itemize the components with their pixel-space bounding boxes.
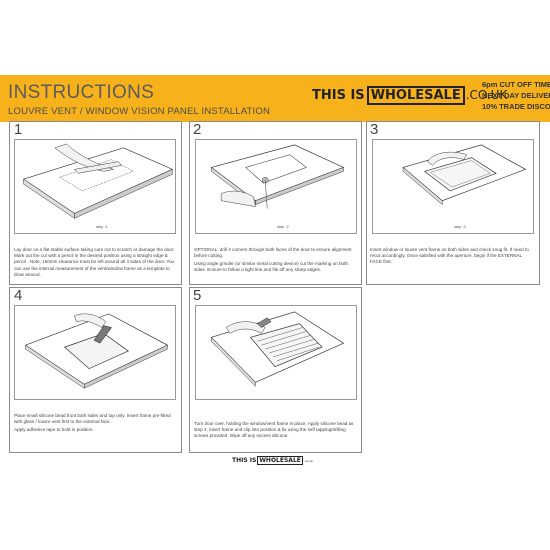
header-bar — [0, 75, 550, 122]
promo-text: 6pm CUT OFF TIME. NEXT DAY DELIVERY. 10%… — [482, 79, 550, 112]
frame-fit-illustration: step :3 — [402, 144, 527, 229]
step-number: 4 — [14, 287, 23, 304]
promo-line: NEXT DAY DELIVERY. — [482, 91, 550, 100]
step-illustration-4 — [14, 305, 176, 400]
brand-tld: .CO.UK — [465, 88, 508, 102]
footer-brand-box: WHOLESALE — [257, 456, 303, 465]
door-drilling-illustration: step :2 — [210, 144, 345, 229]
step-paragraph: Turn door over, holding the window/vent … — [194, 421, 354, 439]
footer-brand-tld: .co.uk — [303, 459, 313, 463]
step-paragraph: Place small silicone bead front both sid… — [14, 413, 171, 425]
step-label: step :2 — [277, 224, 289, 229]
step-number: 1 — [14, 121, 23, 138]
step-paragraph: OPTIONAL: drill 4 corners through both f… — [194, 247, 352, 259]
step-number: 5 — [193, 287, 202, 304]
brand-box: WHOLESALE — [366, 86, 465, 105]
step-illustration-3: step :3 — [372, 139, 534, 234]
step-illustration-2: step :2 — [195, 139, 357, 234]
step-number: 3 — [370, 121, 379, 138]
step-illustration-1: step :1 — [14, 139, 176, 234]
step-number: 2 — [193, 121, 202, 138]
page-title: INSTRUCTIONS — [8, 82, 155, 103]
footer-brand-prefix: THIS IS — [232, 457, 257, 464]
step-paragraph: Insert window or louvre vent frame on bo… — [370, 247, 529, 265]
step-paragraph: Lay door on a flat stable surface taking… — [14, 247, 175, 277]
promo-line: 10% TRADE DISCOUNT — [482, 102, 550, 111]
step-text-3: Insert window or louvre vent frame on bo… — [370, 247, 534, 267]
step-paragraph: Apply adhesive tape to hold in position. — [14, 426, 94, 432]
step-text-4: Place small silicone bead front both sid… — [14, 413, 178, 435]
step-illustration-5 — [195, 305, 357, 400]
brand-prefix: THIS IS — [312, 88, 365, 103]
step-text-5: Turn door over, holding the window/vent … — [194, 421, 358, 441]
silicone-bead-illustration — [24, 313, 169, 389]
page-subtitle: LOUVRE VENT / WINDOW VISION PANEL INSTAL… — [8, 106, 271, 117]
door-marking-illustration: step :1 — [22, 143, 174, 229]
step-label: step :3 — [454, 224, 466, 229]
promo-line: 6pm CUT OFF TIME. — [482, 80, 550, 89]
step-paragraph: Using angle grinder (or similar metal cu… — [194, 260, 348, 273]
step-label: step :1 — [96, 224, 108, 229]
louvre-fix-illustration — [210, 311, 345, 387]
step-text-1: Lay door on a flat stable surface taking… — [14, 247, 178, 280]
step-text-2: OPTIONAL: drill 4 corners through both f… — [194, 247, 358, 275]
